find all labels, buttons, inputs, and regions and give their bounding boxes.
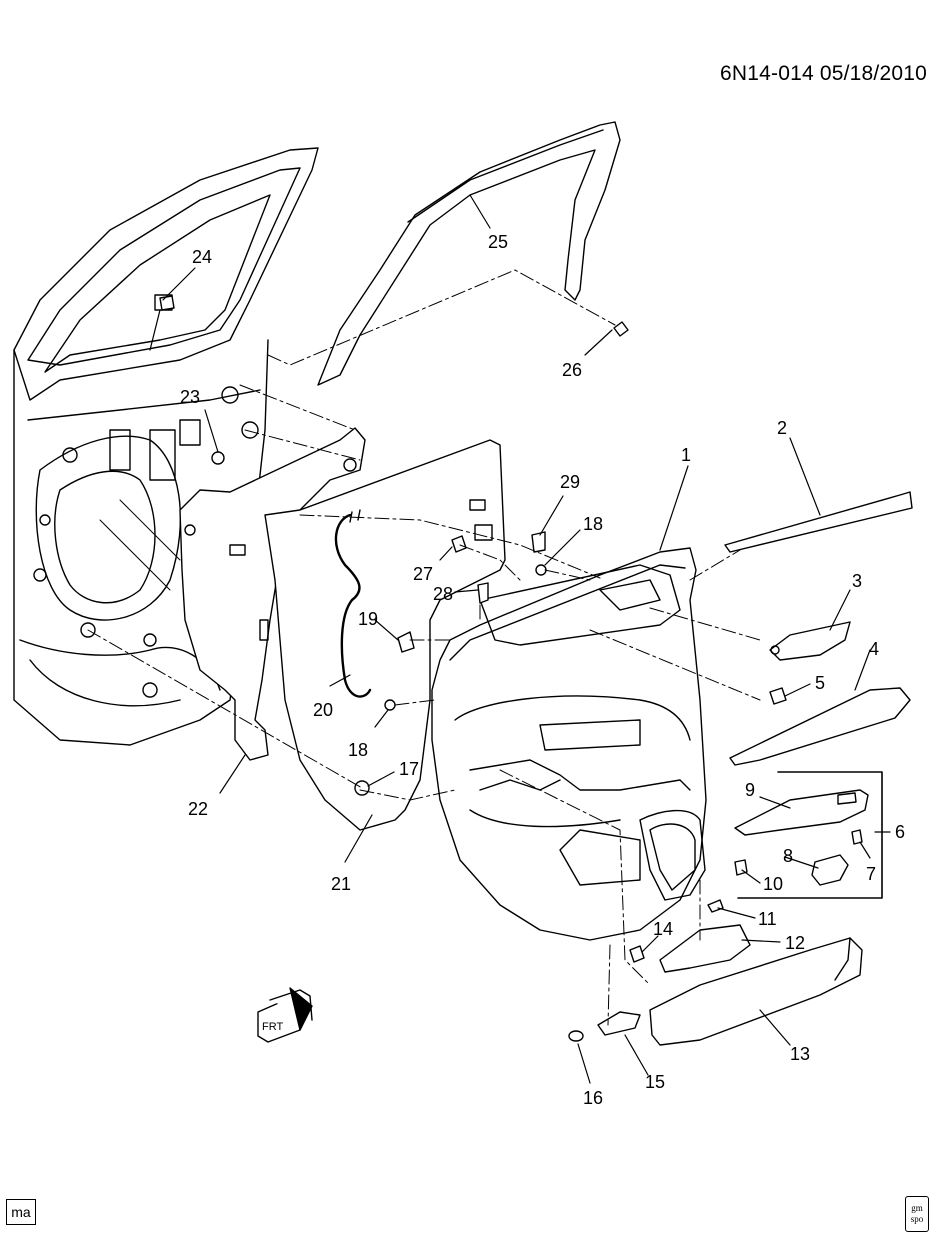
callout-20: 20: [313, 700, 333, 720]
part-9-switch-bezel: [734, 789, 869, 836]
part-12-armrest-bracket: [659, 924, 751, 973]
part-16-plug: [568, 1030, 584, 1042]
callout-14: 14: [653, 919, 673, 939]
frt-label: FRT: [262, 1021, 283, 1033]
callout-26: 26: [562, 360, 582, 380]
part-13-armrest-pad: [649, 937, 863, 1046]
callout-22: 22: [188, 799, 208, 819]
part-26-fastener: [613, 321, 629, 337]
callout-19: 19: [358, 609, 378, 629]
door-inner-frame: [13, 147, 319, 746]
part-14-screw: [629, 945, 645, 963]
callout-28: 28: [433, 584, 453, 604]
callout-7: 7: [866, 864, 876, 884]
callout-21: 21: [331, 874, 351, 894]
callout-18-upper: 18: [583, 514, 603, 534]
part-6-switch-assembly-bracket: [737, 771, 883, 899]
callout-23: 23: [180, 387, 200, 407]
part-19-push-retainer: [397, 631, 415, 653]
part-21-sound-insulator: [264, 439, 506, 831]
callout-17: 17: [399, 759, 419, 779]
part-5-clip: [769, 687, 787, 705]
part-7-clip: [851, 829, 863, 845]
callout-18-lower: 18: [348, 740, 368, 760]
callout-1: 1: [681, 445, 691, 465]
part-29-clip: [531, 531, 546, 553]
callout-24: 24: [192, 247, 212, 267]
part-8-window-switch: [811, 854, 849, 886]
part-17-push-retainer: [354, 780, 370, 796]
callout-13: 13: [790, 1044, 810, 1064]
part-24-clip: [159, 295, 175, 311]
gm-spo-logo-icon: gm spo: [905, 1196, 929, 1232]
part-11-screw: [707, 899, 724, 913]
part-27-retainer: [451, 535, 467, 553]
part-25-window-frame-molding: [317, 121, 621, 386]
callout-25: 25: [488, 232, 508, 252]
callout-15: 15: [645, 1072, 665, 1092]
part-28-screw: [477, 582, 489, 604]
callout-11: 11: [758, 909, 777, 929]
code-box-ma: ma: [6, 1199, 36, 1225]
callout-16: 16: [583, 1088, 603, 1108]
callout-3: 3: [852, 571, 862, 591]
document-id: 6N14-014 05/18/2010: [720, 62, 927, 85]
callout-10: 10: [763, 874, 783, 894]
part-18-push-pin-lower: [384, 699, 396, 711]
callout-4: 4: [869, 639, 879, 659]
callout-9: 9: [745, 780, 755, 800]
front-arrow-icon: [257, 987, 313, 1043]
part-15-pull-bracket: [597, 1011, 641, 1036]
callout-27: 27: [413, 564, 433, 584]
callout-12: 12: [785, 933, 805, 953]
part-3-inside-handle: [769, 621, 851, 661]
leader-lines: [149, 194, 891, 1084]
part-23-grommet: [211, 451, 225, 465]
callout-2: 2: [777, 418, 787, 438]
callout-8: 8: [783, 846, 793, 866]
alignment-lines: [87, 269, 761, 1026]
callout-6: 6: [895, 822, 905, 842]
part-2-belt-molding: [724, 491, 913, 553]
callout-5: 5: [815, 673, 825, 693]
part-1-door-trim-panel: [431, 547, 707, 941]
callout-29: 29: [560, 472, 580, 492]
part-22-water-deflector: [179, 427, 366, 761]
part-4-armrest-trim: [729, 687, 911, 766]
